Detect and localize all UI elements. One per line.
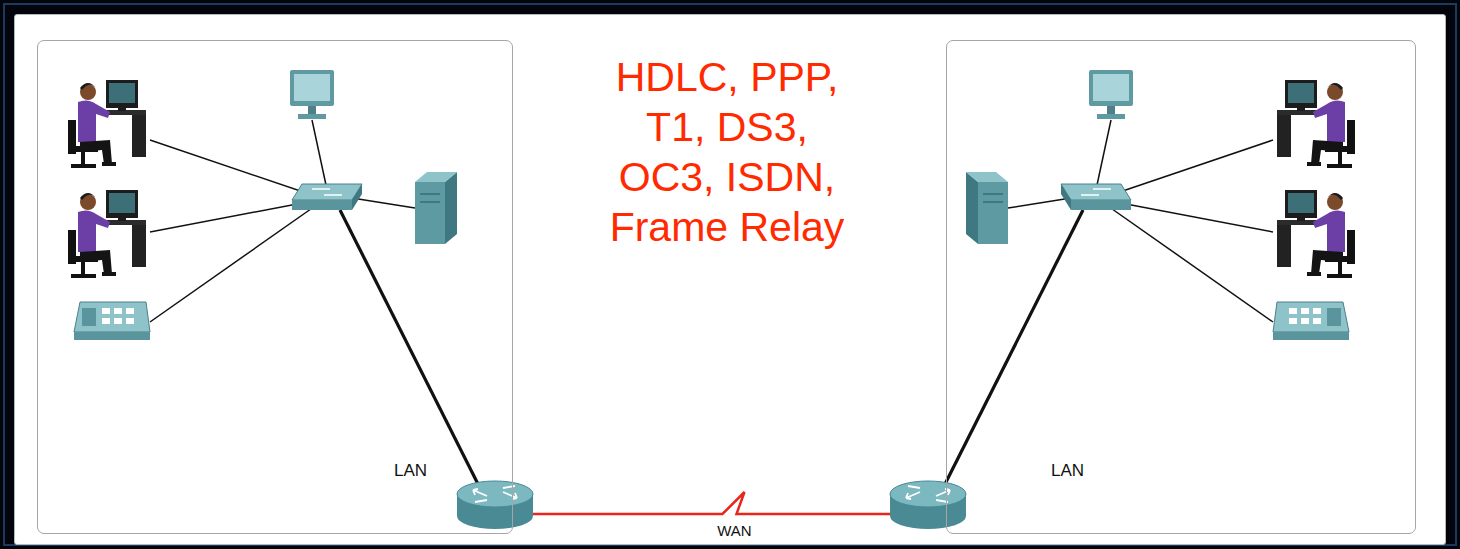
left-lan-devices	[68, 70, 533, 529]
lan-label: LAN	[394, 461, 427, 481]
lan-box: LAN	[37, 40, 513, 534]
link-label: WAN	[685, 522, 785, 540]
wan-link	[513, 492, 946, 514]
label-holder: WAN	[685, 522, 785, 540]
right-lan-devices	[890, 70, 1355, 529]
label-holder: HDLC, PPP, T1, DS3, OC3, ISDN, Frame Rel…	[604, 52, 850, 252]
protocol-list: HDLC, PPP, T1, DS3, OC3, ISDN, Frame Rel…	[604, 52, 850, 252]
lan-label: LAN	[1051, 461, 1084, 481]
lan-box: LAN	[946, 40, 1416, 534]
